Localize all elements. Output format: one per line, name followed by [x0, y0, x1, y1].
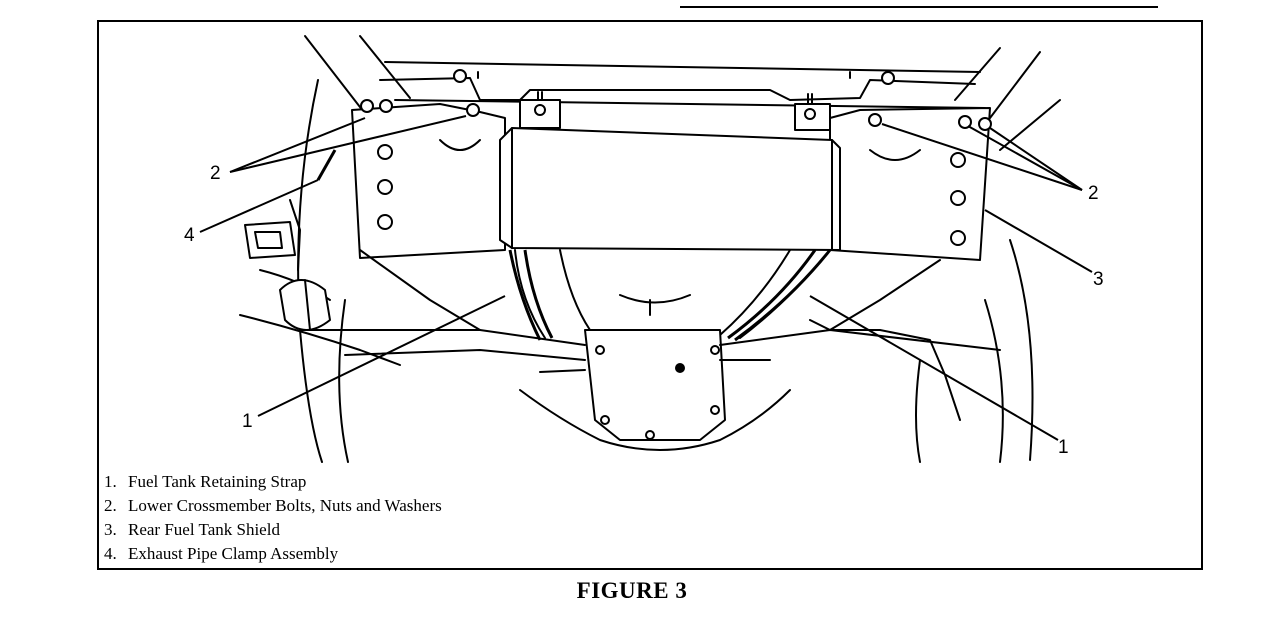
callout-1-left: 1 — [242, 411, 253, 432]
figure-caption: FIGURE 3 — [576, 578, 688, 603]
left-tire — [297, 79, 349, 463]
callout-1-right: 1 — [1058, 437, 1069, 458]
callout-2-right: 2 — [1088, 183, 1099, 204]
callout-4: 4 — [184, 225, 195, 246]
legend-number: 3. — [104, 520, 117, 539]
legend-text: Rear Fuel Tank Shield — [128, 520, 280, 539]
exhaust-pipe-clamp-assembly — [239, 199, 401, 366]
legend-number: 2. — [104, 496, 117, 515]
legend-item: 2. Lower Crossmember Bolts, Nuts and Wash… — [104, 494, 442, 518]
legend-item: 4. Exhaust Pipe Clamp Assembly — [104, 542, 442, 566]
callout-2-left: 2 — [210, 163, 221, 184]
figure-legend: 1. Fuel Tank Retaining Strap 2. Lower Cros… — [104, 470, 442, 566]
legend-number: 4. — [104, 544, 117, 563]
right-shield-plate — [829, 107, 992, 261]
legend-number: 1. — [104, 472, 117, 491]
figure-frame — [97, 20, 1203, 570]
legend-text: Fuel Tank Retaining Strap — [128, 472, 307, 491]
fuel-tank-retaining-straps — [508, 249, 832, 342]
center-brackets — [519, 91, 831, 131]
left-shield-plate — [351, 99, 506, 259]
legend-item: 3. Rear Fuel Tank Shield — [104, 518, 442, 542]
legend-text: Exhaust Pipe Clamp Assembly — [128, 544, 339, 563]
scan-top-rule — [680, 6, 1158, 8]
left-frame-rail — [304, 35, 411, 121]
rear-fuel-tank-shield — [499, 127, 841, 251]
differential-housing — [519, 329, 791, 451]
leader-lines — [199, 115, 1093, 441]
right-tire — [915, 239, 1034, 463]
fuel-tank — [514, 249, 831, 339]
lower-links — [299, 249, 1001, 421]
upper-crossmember — [379, 61, 986, 109]
callout-3: 3 — [1093, 269, 1104, 290]
legend-text: Lower Crossmember Bolts, Nuts and Washer… — [128, 496, 442, 515]
legend-item: 1. Fuel Tank Retaining Strap — [104, 470, 442, 494]
